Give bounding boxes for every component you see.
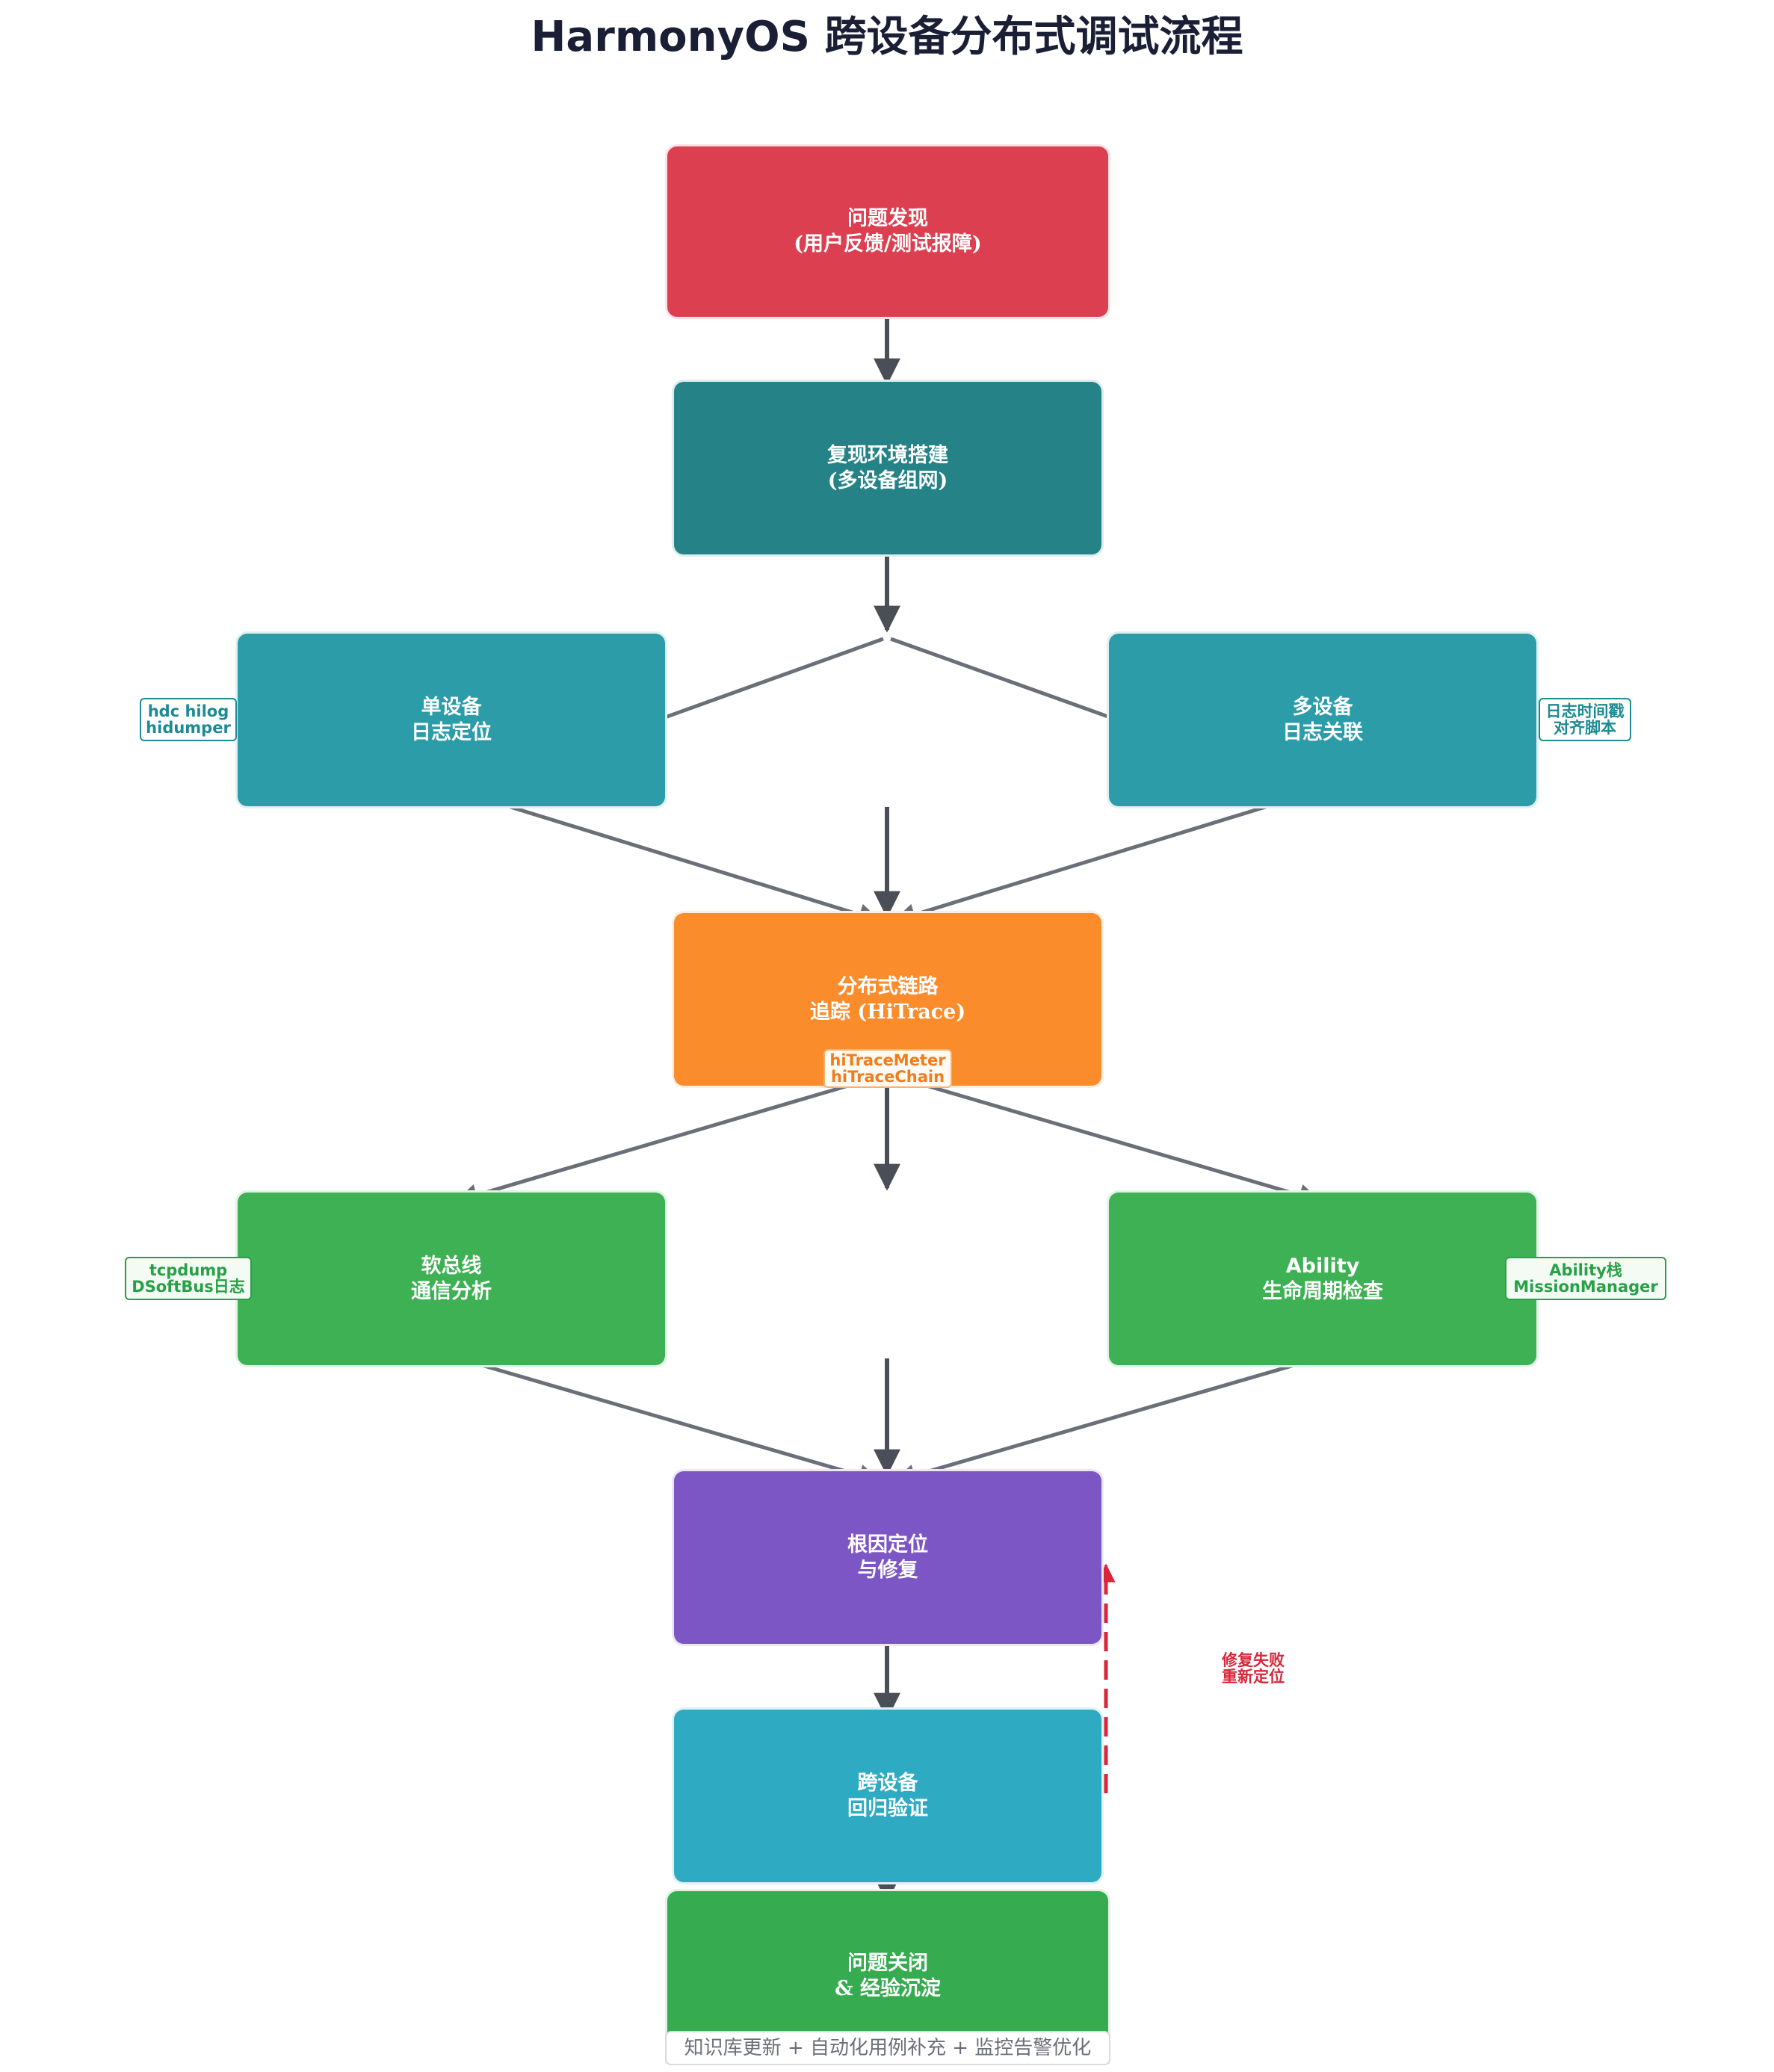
tag-single-log-tools-line2: hidumper bbox=[146, 719, 231, 737]
node-trace-line1: 分布式链路 bbox=[837, 974, 939, 998]
node-close-line1: 问题关闭 bbox=[847, 1952, 928, 1975]
node-regression-line2: 回归验证 bbox=[847, 1796, 928, 1820]
tag-ability-tools-line2: MissionManager bbox=[1513, 1278, 1658, 1296]
tag-ability-tools-line1: Ability栈 bbox=[1549, 1261, 1622, 1279]
arrow-ability-to-root bbox=[893, 1355, 1323, 1486]
node-softbus-line2: 通信分析 bbox=[411, 1279, 492, 1303]
node-single-log: 单设备 日志定位 bbox=[235, 631, 667, 808]
node-softbus-line1: 软总线 bbox=[421, 1254, 482, 1278]
node-reproduce: 复现环境搭建 (多设备组网) bbox=[672, 380, 1104, 557]
tag-retry-line1: 修复失败 bbox=[1222, 1651, 1285, 1669]
node-multi-log: 多设备 日志关联 bbox=[1107, 631, 1539, 808]
node-reproduce-line2: (多设备组网) bbox=[827, 468, 948, 492]
tag-ability-tools: Ability栈 MissionManager bbox=[1505, 1257, 1666, 1300]
node-softbus: 软总线 通信分析 bbox=[235, 1190, 667, 1367]
tag-retry-line2: 重新定位 bbox=[1222, 1667, 1285, 1686]
node-multi-log-line2: 日志关联 bbox=[1282, 720, 1363, 744]
tag-multi-log-tools-line2: 对齐脚本 bbox=[1554, 718, 1616, 737]
tag-trace-tools-line2: hiTraceChain bbox=[830, 1068, 945, 1086]
tag-single-log-tools: hdc hilog hidumper bbox=[140, 698, 237, 741]
node-discover-line2: (用户反馈/测试报障) bbox=[794, 232, 982, 256]
tag-softbus-tools-line1: tcpdump bbox=[149, 1261, 228, 1279]
diagram-title: HarmonyOS 跨设备分布式调试流程 bbox=[531, 13, 1243, 61]
arrow-trace-to-ability bbox=[926, 1083, 1321, 1206]
tag-multi-log-tools: 日志时间戳 对齐脚本 bbox=[1539, 698, 1631, 741]
tag-softbus-tools-line2: DSoftBus日志 bbox=[132, 1278, 245, 1296]
node-multi-log-line1: 多设备 bbox=[1292, 695, 1353, 719]
tag-trace-tools-line1: hiTraceMeter bbox=[829, 1051, 946, 1069]
footer-note: 知识库更新 + 自动化用例补充 + 监控告警优化 bbox=[665, 2031, 1110, 2065]
node-root-cause: 根因定位 与修复 bbox=[672, 1469, 1104, 1646]
node-regression: 跨设备 回归验证 bbox=[672, 1707, 1104, 1884]
node-single-log-line2: 日志定位 bbox=[411, 720, 492, 744]
tag-softbus-tools: tcpdump DSoftBus日志 bbox=[125, 1257, 252, 1300]
arrow-multi-to-trace bbox=[893, 788, 1320, 926]
node-discover-line1: 问题发现 bbox=[847, 207, 928, 230]
node-discover: 问题发现 (用户反馈/测试报障) bbox=[665, 144, 1110, 319]
node-trace-line2: 追踪 (HiTrace) bbox=[809, 1000, 966, 1024]
tag-single-log-tools-line1: hdc hilog bbox=[147, 702, 229, 720]
node-ability-line2: 生命周期检查 bbox=[1262, 1279, 1383, 1303]
node-single-log-line1: 单设备 bbox=[421, 695, 482, 719]
arrow-single-to-trace bbox=[457, 788, 881, 926]
tag-retry: 修复失败 重新定位 bbox=[1216, 1647, 1291, 1690]
node-close-line2: & 经验沉淀 bbox=[835, 1977, 941, 2000]
node-ability-line1: Ability bbox=[1285, 1254, 1360, 1278]
node-root-cause-line1: 根因定位 bbox=[847, 1533, 928, 1556]
tag-trace-tools: hiTraceMeter hiTraceChain bbox=[823, 1049, 952, 1088]
arrow-trace-to-softbus bbox=[455, 1083, 849, 1206]
arrow-softbus-to-root bbox=[453, 1355, 881, 1486]
node-reproduce-line1: 复现环境搭建 bbox=[827, 443, 948, 467]
node-root-cause-line2: 与修复 bbox=[857, 1558, 918, 1582]
node-ability: Ability 生命周期检查 bbox=[1107, 1190, 1539, 1367]
tag-multi-log-tools-line1: 日志时间戳 bbox=[1545, 702, 1625, 720]
node-regression-line1: 跨设备 bbox=[857, 1771, 918, 1795]
